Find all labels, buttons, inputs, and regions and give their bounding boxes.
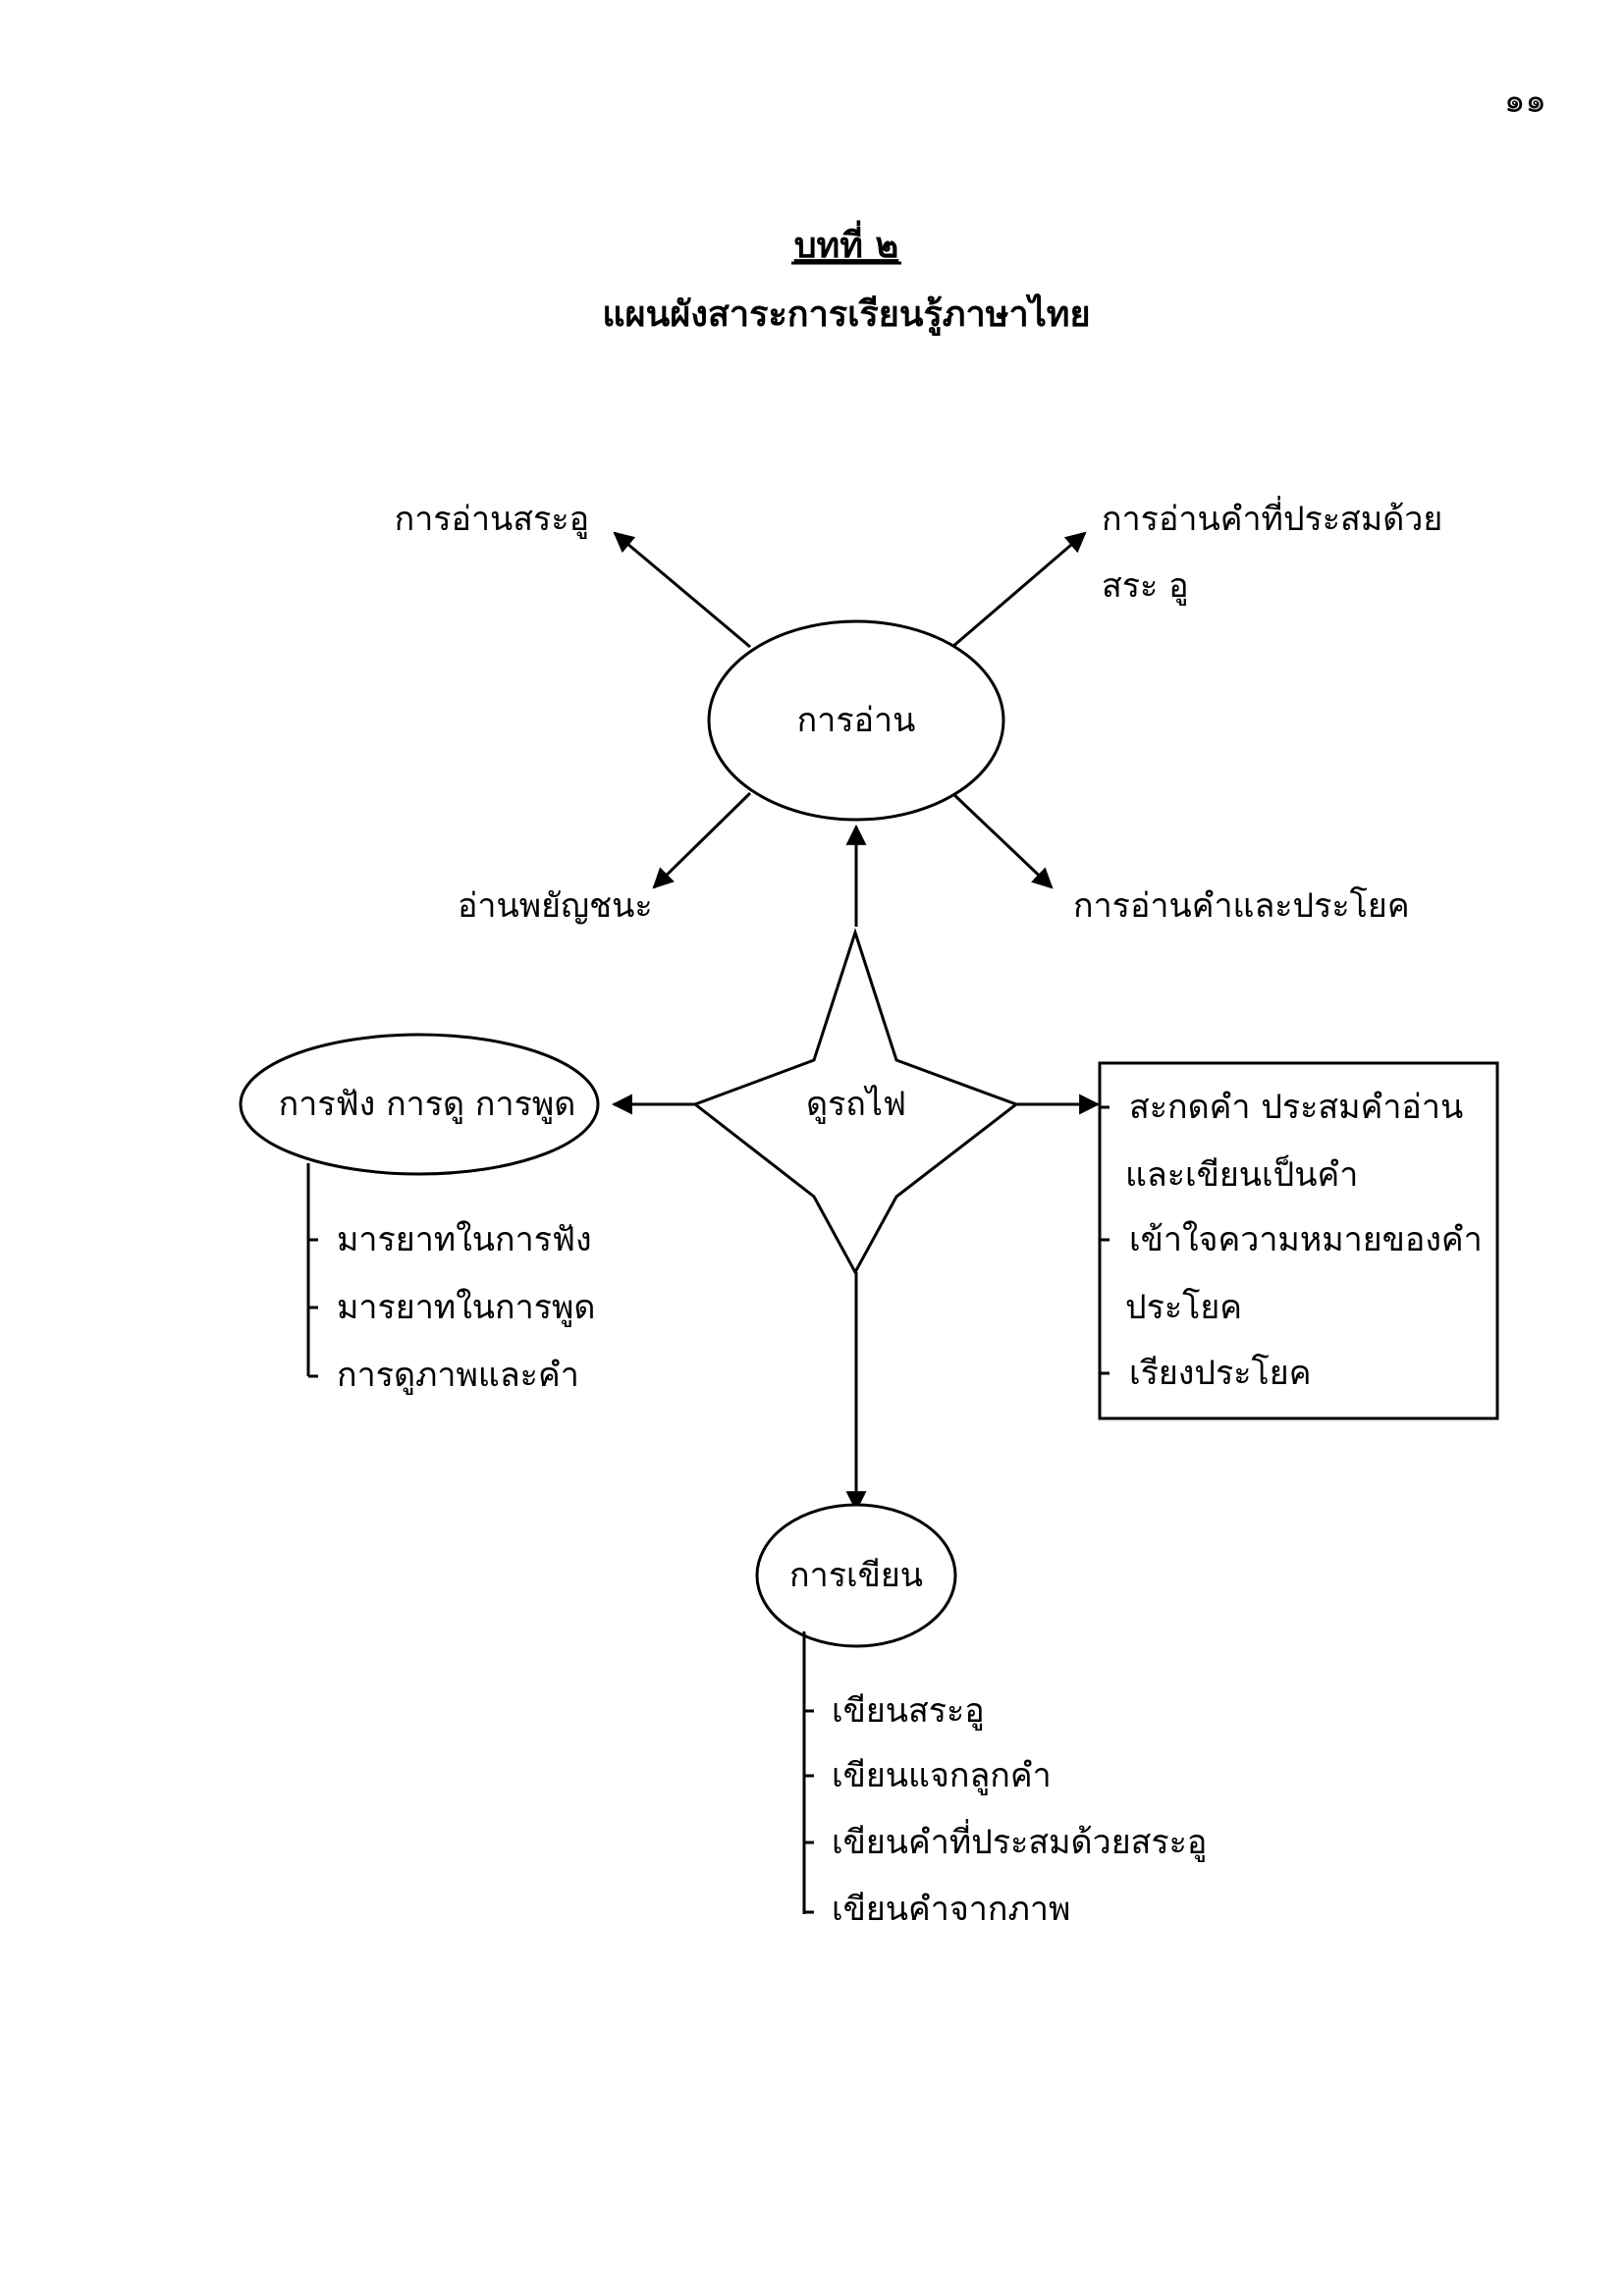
arrow-reading-bottom-left xyxy=(652,791,752,889)
writing-node xyxy=(755,1503,957,1648)
reading-top-right-label-2: สระ อู xyxy=(1102,566,1189,606)
arrow-reading-top-left xyxy=(613,531,751,649)
center-star-node xyxy=(691,928,1020,1276)
reading-bottom-left-label: อ่านพยัญชนะ xyxy=(458,886,653,926)
box-line: ประโยค xyxy=(1125,1288,1242,1327)
page-number: ๑๑ xyxy=(1504,81,1546,121)
writing-item: เขียนสระอู xyxy=(832,1691,985,1731)
reading-top-right-label-1: การอ่านคำที่ประสมด้วย xyxy=(1102,496,1442,539)
writing-node-label: การเขียน xyxy=(789,1556,923,1595)
listening-item: การดูภาพและคำ xyxy=(337,1356,579,1395)
spelling-box xyxy=(1098,1061,1499,1420)
arrow-reading-bottom-right xyxy=(950,791,1054,889)
box-line: และเขียนเป็นคำ xyxy=(1125,1154,1358,1195)
box-line: สะกดคำ ประสมคำอ่าน xyxy=(1129,1088,1463,1127)
page-title: แผนผังสาระการเรียนรู้ภาษาไทย xyxy=(602,293,1090,337)
writing-item: เขียนคำที่ประสมด้วยสระอู xyxy=(832,1819,1207,1862)
listening-node-label: การฟัง การดู การพูด xyxy=(279,1085,576,1124)
chapter-heading: บทที่ ๒ xyxy=(794,220,899,266)
reading-node-label: การอ่าน xyxy=(797,701,916,740)
arrow-reading-top-right xyxy=(951,531,1087,649)
center-node-label: ดูรถไฟ xyxy=(806,1085,906,1124)
listening-item: มารยาทในการฟัง xyxy=(337,1220,592,1259)
box-line: เรียงประโยค xyxy=(1129,1354,1311,1393)
listening-node xyxy=(239,1033,600,1176)
writing-item: เขียนแจกลูกคำ xyxy=(832,1756,1052,1795)
writing-item: เขียนคำจากภาพ xyxy=(832,1890,1070,1929)
reading-bottom-right-label: การอ่านคำและประโยค xyxy=(1073,886,1410,926)
box-line: เข้าใจความหมายของคำ xyxy=(1129,1220,1483,1259)
reading-top-left-label: การอ่านสระอู xyxy=(395,500,589,539)
reading-node xyxy=(707,619,1005,822)
listening-item: มารยาทในการพูด xyxy=(337,1288,595,1327)
